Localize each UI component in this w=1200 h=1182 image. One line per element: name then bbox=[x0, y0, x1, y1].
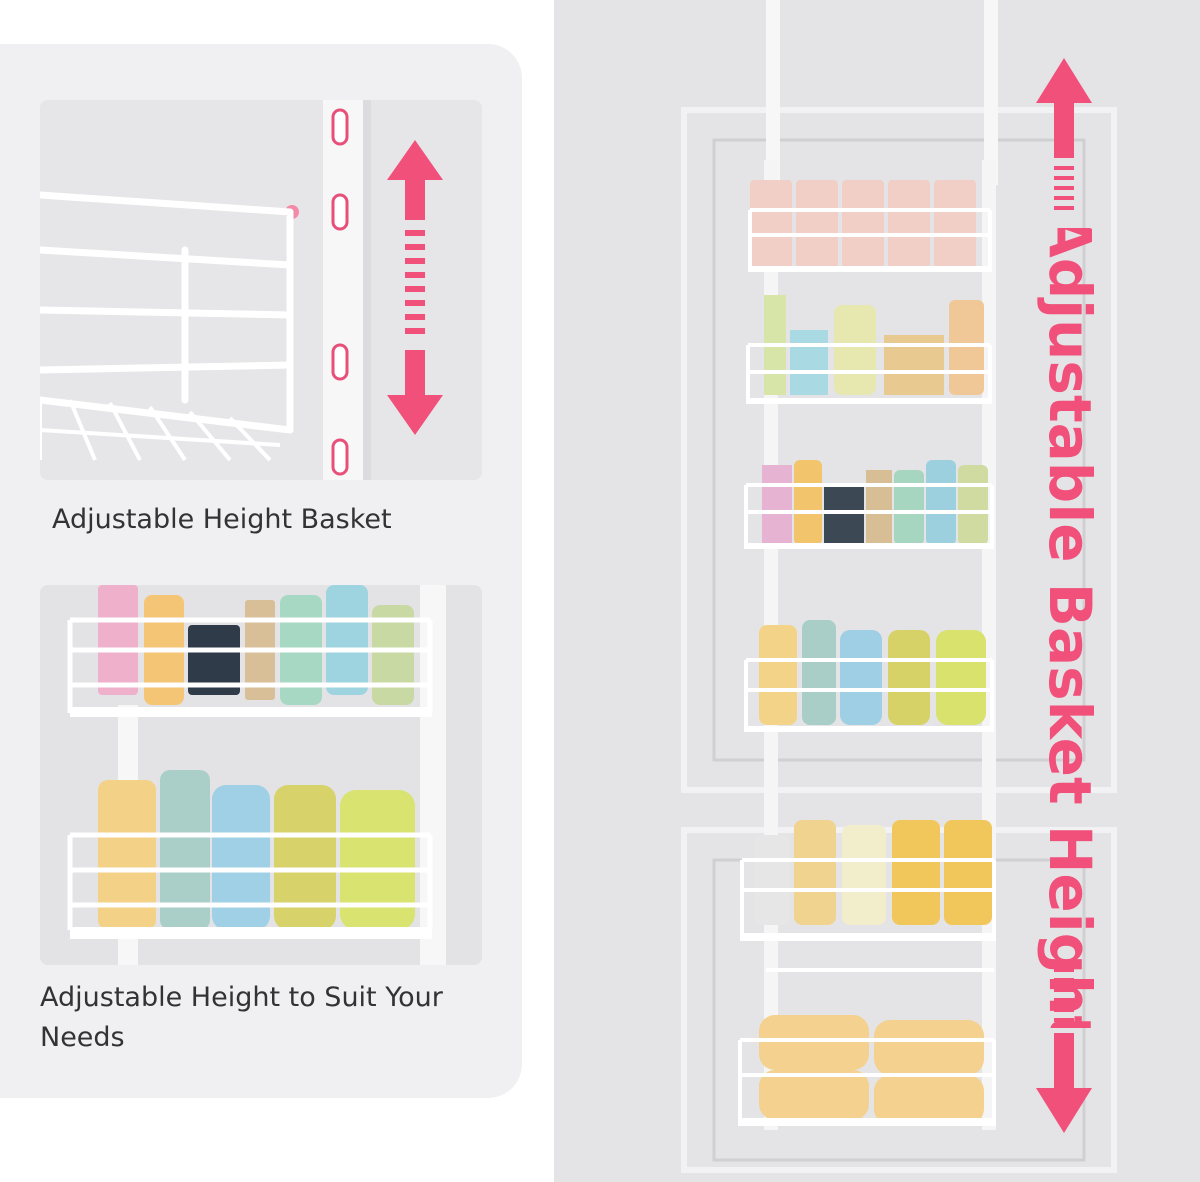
closeup-photo-baskets bbox=[40, 585, 482, 965]
caption-adjustable-height-basket: Adjustable Height Basket bbox=[52, 504, 392, 535]
closeup-photo-slots bbox=[40, 100, 482, 480]
double-arrow-icon bbox=[387, 140, 443, 435]
height-double-arrow-icon bbox=[1036, 58, 1092, 1133]
main-product-photo bbox=[554, 0, 1200, 1182]
vertical-label-container: Adjustable Basket Height bbox=[1020, 213, 1110, 1043]
caption-adjustable-height-to-suit: Adjustable Height to Suit Your Needs bbox=[40, 982, 443, 1053]
adjustable-basket-height-label: Adjustable Basket Height bbox=[1036, 228, 1104, 1028]
